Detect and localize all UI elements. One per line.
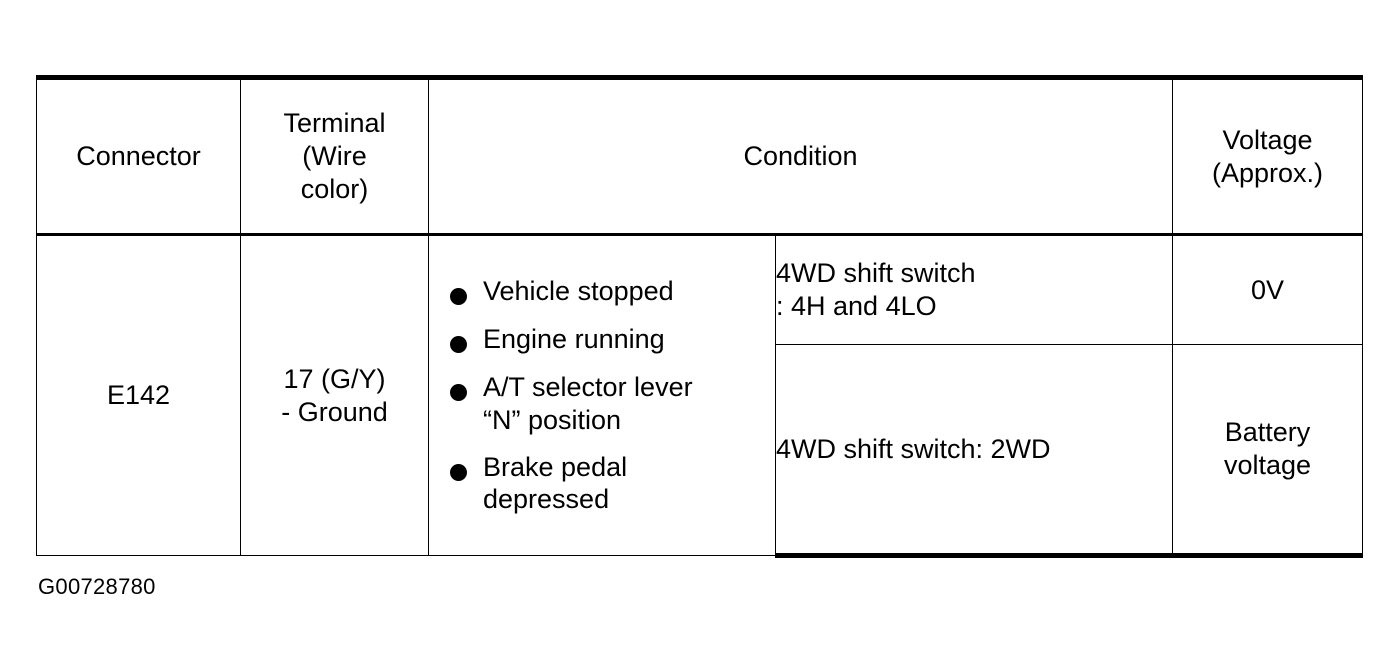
cell-connector: E142 bbox=[36, 234, 241, 556]
cell-voltage-2: Battery voltage bbox=[1172, 344, 1364, 558]
table-row: 4WD shift switch: 2WD Battery voltage bbox=[37, 344, 1364, 558]
voltage-2-line-2: voltage bbox=[1223, 450, 1312, 480]
header-row: Connector Terminal (Wire color) Conditio… bbox=[36, 75, 1364, 236]
condition-bullet-4-line-1: Brake pedal bbox=[483, 451, 628, 482]
terminal-value-line-2: - Ground bbox=[281, 396, 388, 427]
table-body: E142 17 (G/Y) - Ground Vehicle stopped bbox=[36, 234, 1364, 558]
header-condition-line-1: Condition bbox=[743, 141, 858, 172]
condition-bullet-3-line-2: “N” position bbox=[483, 404, 622, 435]
header-connector: Connector bbox=[36, 75, 241, 236]
table-row: E142 17 (G/Y) - Ground Vehicle stopped bbox=[36, 234, 1364, 556]
cell-voltage-1: 0V bbox=[1172, 234, 1364, 345]
bullet-icon bbox=[450, 335, 467, 353]
subcondition-1-line-2: : 4H and 4LO bbox=[776, 291, 937, 321]
bullet-icon bbox=[450, 463, 467, 481]
table-header: Connector Terminal (Wire color) Conditio… bbox=[36, 75, 1364, 236]
voltage-1-line-1: 0V bbox=[1251, 274, 1285, 305]
header-condition: Condition bbox=[427, 75, 1174, 236]
voltage-2-line-1: Battery bbox=[1224, 417, 1311, 448]
header-terminal-line-2: (Wire bbox=[302, 141, 367, 172]
list-item: A/T selector lever “N” position bbox=[429, 371, 775, 437]
list-item: Brake pedal depressed bbox=[429, 451, 775, 517]
list-item: Vehicle stopped bbox=[429, 275, 775, 309]
condition-bullet-list: Vehicle stopped Engine running A/T selec… bbox=[429, 275, 775, 517]
terminal-value-line-1: 17 (G/Y) bbox=[283, 363, 386, 394]
condition-bullet-4-line-2: depressed bbox=[483, 484, 610, 515]
subcondition-1-line-1: 4WD shift switch bbox=[776, 258, 976, 289]
terminal-voltage-table: Connector Terminal (Wire color) Conditio… bbox=[36, 75, 1364, 558]
condition-bullet-1-line-1: Vehicle stopped bbox=[483, 275, 674, 306]
subcondition-2-line-1: 4WD shift switch: 2WD bbox=[776, 433, 1051, 464]
cell-subcondition-2: 4WD shift switch: 2WD bbox=[774, 344, 1174, 558]
header-connector-line-1: Connector bbox=[76, 141, 201, 172]
figure-caption: G00728780 bbox=[38, 574, 156, 599]
header-voltage: Voltage (Approx.) bbox=[1172, 75, 1364, 236]
cell-subcondition-1: 4WD shift switch : 4H and 4LO bbox=[774, 234, 1174, 345]
cell-terminal: 17 (G/Y) - Ground bbox=[240, 234, 429, 556]
bullet-icon bbox=[450, 383, 467, 401]
condition-bullet-2-line-1: Engine running bbox=[483, 323, 665, 354]
connector-value: E142 bbox=[106, 380, 171, 411]
cell-condition-bullets: Vehicle stopped Engine running A/T selec… bbox=[428, 234, 776, 556]
condition-bullet-3-line-1: A/T selector lever bbox=[483, 371, 693, 402]
list-item: Engine running bbox=[429, 323, 775, 357]
header-voltage-line-2: (Approx.) bbox=[1211, 157, 1324, 188]
header-terminal: Terminal (Wire color) bbox=[240, 75, 429, 236]
header-terminal-line-1: Terminal bbox=[283, 108, 386, 139]
header-voltage-line-1: Voltage bbox=[1222, 124, 1313, 155]
header-terminal-line-3: color) bbox=[300, 173, 369, 204]
bullet-icon bbox=[450, 287, 467, 305]
